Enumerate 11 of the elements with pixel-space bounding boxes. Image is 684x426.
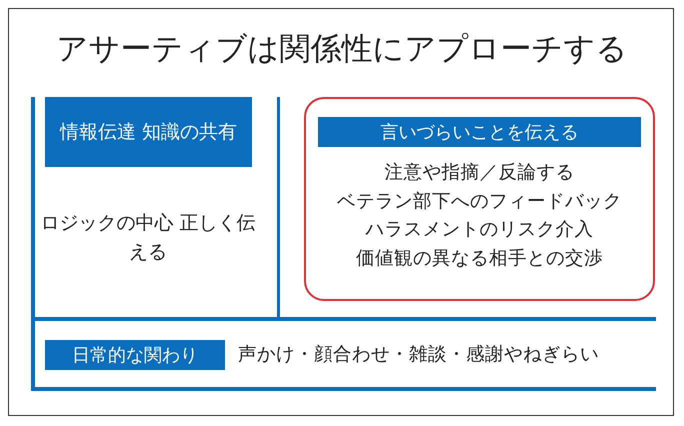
body-text: ハラスメントのリスク介入 <box>364 218 594 242</box>
body-text: 注意や指摘／反論する <box>384 161 576 185</box>
rounded-panel <box>304 97 655 301</box>
body-text: 価値観の異なる相手との交渉 <box>355 247 604 272</box>
body-text: ロジックの中心 正しく伝える <box>40 211 256 266</box>
body-text: ベテラン部下へのフィードバック <box>336 190 623 214</box>
section-heading: 日常的な関わり <box>45 340 225 370</box>
title: アサーティブは関係性にアプローチする <box>56 30 628 69</box>
section-heading: 言いづらいことを伝える <box>318 117 641 147</box>
section-heading: 情報伝達 知識の共有 <box>45 97 252 167</box>
body-text: 声かけ・顔合わせ・雑談・感謝やねぎらい <box>238 343 600 367</box>
